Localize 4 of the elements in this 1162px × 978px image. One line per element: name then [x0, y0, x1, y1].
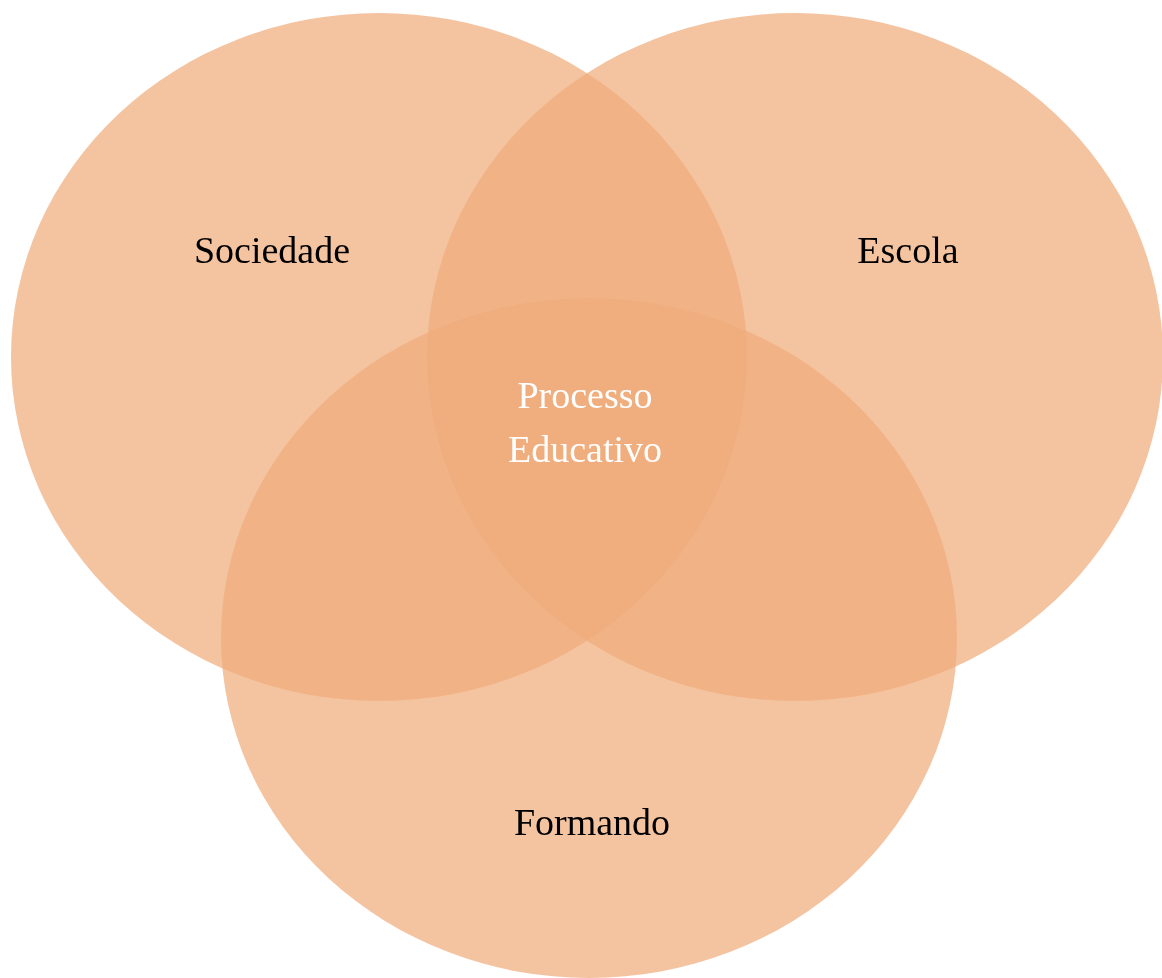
intersection-label: Processo Educativo	[506, 373, 664, 472]
set-label: Sociedade	[193, 228, 351, 272]
set-label: Escola	[857, 228, 959, 272]
set-label: Formando	[513, 800, 671, 844]
